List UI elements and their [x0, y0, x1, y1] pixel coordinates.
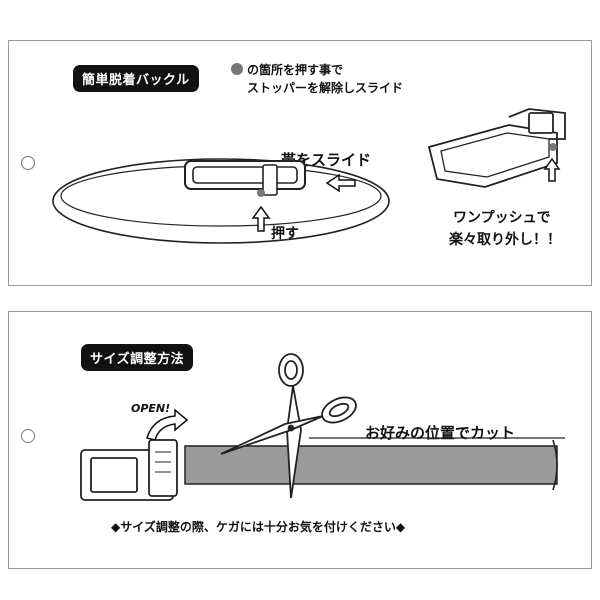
size-adjustment-card: サイズ調整方法 OPEN! お好みの位置でカット ◆サイズ調整の際、ケガには十分…	[8, 311, 592, 569]
caution-note: ◆サイズ調整の際、ケガには十分お気を付けください◆	[111, 520, 406, 534]
release-arrow-icon	[543, 157, 561, 182]
easy-buckle-title: 簡単脱着バックル	[73, 65, 199, 92]
slide-arrow-icon	[325, 173, 356, 193]
onepush-line-1: ワンプッシュで	[453, 210, 551, 226]
detached-buckle-drawing	[427, 108, 566, 188]
hang-hole	[21, 429, 35, 443]
belt-loop-drawing	[52, 158, 390, 244]
open-buckle-drawing	[80, 439, 178, 501]
size-adjust-title: サイズ調整方法	[81, 344, 194, 371]
onepush-line-2: 楽々取り外し！！	[449, 232, 561, 248]
open-label: OPEN!	[131, 402, 171, 415]
belt-strap-drawing	[184, 439, 558, 491]
scissors-icon	[220, 353, 357, 499]
instruction-line-2: ストッパーを解除しスライド	[247, 81, 404, 95]
push-point-marker	[257, 189, 265, 197]
gray-dot-icon	[231, 63, 243, 75]
size-adjust-illustration	[80, 353, 565, 501]
open-arrow-icon	[146, 408, 189, 441]
push-label: 押す	[271, 226, 299, 242]
push-arrow-icon	[251, 205, 271, 232]
buckle-instruction-card: 簡単脱着バックル の箇所を押す事で ストッパーを解除しスライド 帯をスライド 押…	[8, 40, 592, 286]
instruction-line-1: の箇所を押す事で	[231, 61, 343, 78]
hang-hole	[21, 156, 35, 170]
belt-illustration	[52, 108, 566, 244]
